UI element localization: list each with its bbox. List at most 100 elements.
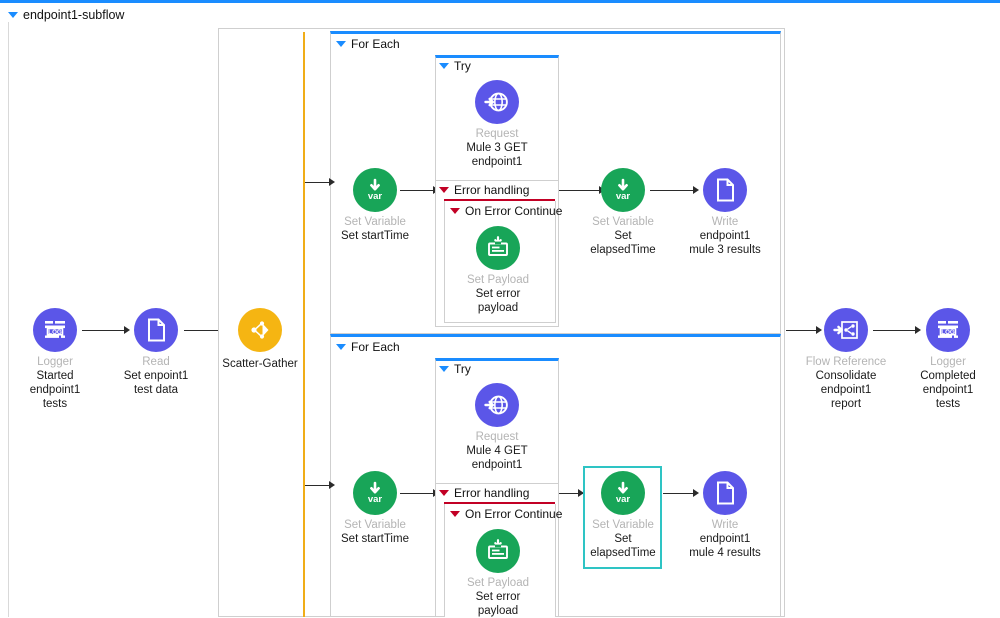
connector-elapsed-to-write-bottom bbox=[663, 493, 695, 494]
node-name-label: Scatter-Gather bbox=[222, 358, 298, 370]
error-handling-label-top[interactable]: Error handling bbox=[439, 183, 529, 197]
node-set-elapsedtime-top[interactable]: var Set Variable Set elapsedTime bbox=[575, 168, 671, 257]
connector-try-to-elapsed-bottom bbox=[559, 493, 583, 494]
try-label-bottom[interactable]: Try bbox=[439, 362, 471, 376]
connector-arrowhead bbox=[329, 178, 335, 186]
connector-try-to-elapsed-top bbox=[559, 190, 601, 191]
chevron-down-icon[interactable] bbox=[450, 511, 460, 517]
node-write-results-bottom[interactable]: Write endpoint1 mule 4 results bbox=[677, 471, 773, 560]
file-read-icon bbox=[134, 308, 178, 352]
node-name-label: Mule 3 GET endpoint1 bbox=[466, 142, 528, 168]
node-name-label: Completed endpoint1 tests bbox=[920, 370, 976, 410]
node-set-elapsedtime-bottom[interactable]: var Set Variable Set elapsedTime bbox=[575, 471, 671, 560]
set-variable-icon: var bbox=[601, 168, 645, 212]
chevron-down-icon[interactable] bbox=[450, 208, 460, 214]
node-type-label: Logger bbox=[37, 356, 73, 368]
node-type-label: Set Variable bbox=[344, 216, 406, 228]
error-handling-label-bottom[interactable]: Error handling bbox=[439, 486, 529, 500]
node-type-label: Read bbox=[142, 356, 170, 368]
set-variable-icon: var bbox=[601, 471, 645, 515]
node-read-testdata[interactable]: Read Set enpoint1 test data bbox=[108, 308, 204, 397]
connector-flowref-to-logger bbox=[873, 330, 917, 331]
node-name-label: Set error payload bbox=[475, 288, 521, 314]
container-title: For Each bbox=[351, 37, 400, 51]
flow-reference-icon bbox=[824, 308, 868, 352]
connector-arrowhead bbox=[578, 489, 584, 497]
set-payload-icon bbox=[476, 529, 520, 573]
connector-starttime-to-try-top bbox=[400, 190, 435, 191]
selection-outline[interactable] bbox=[583, 466, 662, 569]
chevron-down-icon[interactable] bbox=[439, 63, 449, 69]
svg-text:LOG: LOG bbox=[941, 329, 955, 336]
on-error-continue-label-bottom[interactable]: On Error Continue bbox=[450, 507, 562, 521]
connector-rail-to-foreach-bottom bbox=[305, 485, 331, 486]
node-name-label: Started endpoint1 tests bbox=[29, 370, 81, 410]
scatter-gather-icon bbox=[238, 308, 282, 352]
connector-arrowhead bbox=[816, 326, 822, 334]
node-set-payload-top[interactable]: Set Payload Set error payload bbox=[450, 226, 546, 315]
try-inner-divider-bottom bbox=[436, 483, 558, 484]
node-name-label: Set startTime bbox=[341, 230, 409, 242]
chevron-down-icon[interactable] bbox=[439, 187, 449, 193]
node-scatter-gather[interactable]: Scatter-Gather bbox=[212, 308, 308, 371]
http-request-icon bbox=[475, 383, 519, 427]
node-type-label: Set Variable bbox=[344, 519, 406, 531]
scatter-gather-rail bbox=[303, 32, 305, 617]
node-logger-completed[interactable]: LOG Logger Completed endpoint1 tests bbox=[900, 308, 996, 411]
flow-left-rule bbox=[8, 22, 9, 617]
node-http-request-top[interactable]: Request Mule 3 GET endpoint1 bbox=[449, 80, 545, 169]
try-inner-divider-top bbox=[436, 180, 558, 181]
container-title: Try bbox=[454, 59, 471, 73]
node-logger-started[interactable]: LOG Logger Started endpoint1 tests bbox=[7, 308, 103, 411]
node-http-request-bottom[interactable]: Request Mule 4 GET endpoint1 bbox=[449, 383, 545, 472]
connector-arrowhead bbox=[915, 326, 921, 334]
file-write-icon bbox=[703, 471, 747, 515]
chevron-down-icon[interactable] bbox=[8, 12, 18, 18]
container-title: Error handling bbox=[454, 486, 530, 500]
node-write-results-top[interactable]: Write endpoint1 mule 3 results bbox=[677, 168, 773, 257]
error-handling-rule-top bbox=[444, 199, 555, 201]
svg-text:var: var bbox=[368, 191, 383, 202]
node-set-payload-bottom[interactable]: Set Payload Set error payload bbox=[450, 529, 546, 618]
node-set-starttime-bottom[interactable]: var Set Variable Set startTime bbox=[327, 471, 423, 546]
logger-icon: LOG bbox=[926, 308, 970, 352]
svg-text:LOG: LOG bbox=[48, 329, 62, 336]
node-flow-reference[interactable]: Flow Reference Consolidate endpoint1 rep… bbox=[798, 308, 894, 411]
node-type-label: Logger bbox=[930, 356, 966, 368]
container-title: On Error Continue bbox=[465, 204, 563, 218]
node-type-label: Write bbox=[711, 519, 739, 531]
chevron-down-icon[interactable] bbox=[336, 344, 346, 350]
connector-logger-to-read bbox=[82, 330, 126, 331]
container-title: For Each bbox=[351, 340, 400, 354]
connector-arrowhead bbox=[329, 481, 335, 489]
connector-arrowhead bbox=[693, 489, 699, 497]
node-type-label: Set Variable bbox=[592, 519, 654, 531]
node-name-label: endpoint1 mule 3 results bbox=[689, 230, 761, 256]
node-name-label: Set startTime bbox=[341, 533, 409, 545]
connector-rail-to-foreach-top bbox=[305, 182, 331, 183]
svg-text:var: var bbox=[368, 494, 383, 505]
node-type-label: Set Payload bbox=[466, 577, 529, 589]
page-title: endpoint1-subflow bbox=[23, 8, 125, 22]
container-title: Error handling bbox=[454, 183, 530, 197]
http-request-icon bbox=[475, 80, 519, 124]
flow-title-bar[interactable]: endpoint1-subflow bbox=[8, 8, 124, 22]
for-each-label-top[interactable]: For Each bbox=[336, 37, 400, 51]
connector-read-to-scatter bbox=[184, 330, 228, 331]
connector-starttime-to-try-bottom bbox=[400, 493, 435, 494]
node-type-label: Request bbox=[475, 128, 519, 140]
node-type-label: Write bbox=[711, 216, 739, 228]
try-label-top[interactable]: Try bbox=[439, 59, 471, 73]
connector-elapsed-to-write-top bbox=[650, 190, 695, 191]
for-each-label-bottom[interactable]: For Each bbox=[336, 340, 400, 354]
node-type-label: Set Variable bbox=[592, 216, 654, 228]
node-set-starttime-top[interactable]: var Set Variable Set startTime bbox=[327, 168, 423, 243]
set-payload-icon bbox=[476, 226, 520, 270]
chevron-down-icon[interactable] bbox=[439, 366, 449, 372]
file-write-icon bbox=[703, 168, 747, 212]
chevron-down-icon[interactable] bbox=[439, 490, 449, 496]
on-error-continue-label-top[interactable]: On Error Continue bbox=[450, 204, 562, 218]
chevron-down-icon[interactable] bbox=[336, 41, 346, 47]
connector-arrowhead bbox=[124, 326, 130, 334]
